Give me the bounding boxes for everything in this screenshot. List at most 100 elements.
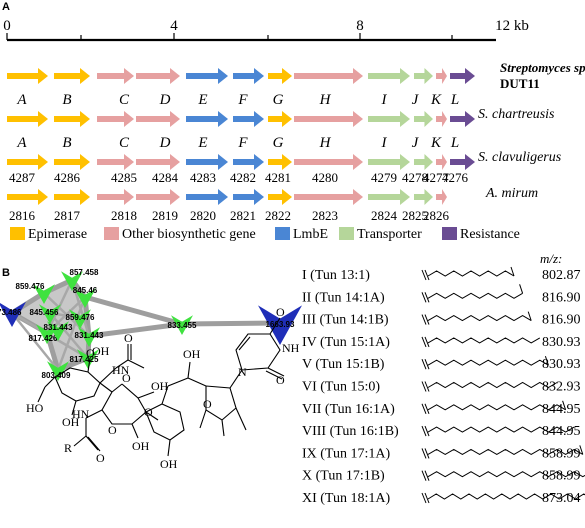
gene-arrow-epimerase (54, 68, 90, 84)
tunicamycin-row: IV (Tun 15:1A)830.93 (302, 335, 581, 350)
network-node (47, 321, 69, 341)
gene-arrow-resistance (450, 154, 475, 170)
panel-a-label: A (2, 1, 10, 13)
atom-label: O (203, 397, 212, 411)
chain-wavy-bond (424, 381, 430, 392)
atom-label: O (276, 305, 285, 319)
atom-label: O (96, 451, 105, 465)
tunicamycin-name: I (Tun 13:1) (302, 268, 370, 283)
gene-arrow-lmbe (186, 111, 228, 127)
bond (111, 383, 123, 393)
tunicamycin-name: V (Tun 15:1B) (302, 357, 385, 372)
bond (235, 407, 247, 431)
gene-arrow-transporter (414, 189, 433, 205)
gene-arrow-lmbe (186, 189, 228, 205)
atom-label: OH (92, 344, 110, 358)
tunicamycin-structure (37, 317, 285, 457)
organism-label: Streptomyces sp. (500, 60, 585, 75)
tunicamycin-mz: 830.93 (542, 335, 581, 350)
gene-label: 2822 (265, 208, 291, 223)
chain-wavy-bond (421, 269, 427, 281)
bond (73, 435, 87, 447)
tunicamycin-name: VII (Tun 16:1A) (302, 402, 395, 417)
gene-label: L (450, 135, 459, 151)
bond (137, 391, 155, 399)
atom-label: O (276, 373, 285, 387)
gene-arrow-other (97, 68, 134, 84)
network-edge (11, 312, 59, 371)
bond (145, 411, 159, 421)
organism-label: S. clavuligerus (478, 150, 562, 165)
gene-arrow-other (294, 68, 363, 84)
kb-axis: 0 4 8 12 kb (3, 18, 529, 42)
atom-label: NH (282, 341, 300, 355)
bond (265, 370, 283, 380)
gene-label: E (197, 135, 207, 151)
bond (269, 317, 281, 335)
gene-label: 4281 (265, 170, 291, 185)
gene-arrow-epimerase (54, 154, 90, 170)
gene-arrow-epimerase (268, 189, 292, 205)
bond (85, 409, 103, 419)
gene-label: G (273, 135, 284, 151)
legend-label-resistance: Resistance (460, 227, 520, 242)
gene-label: 2821 (230, 208, 256, 223)
gene-label: K (430, 135, 442, 151)
chain-wavy-bond (424, 292, 430, 303)
bond (85, 435, 99, 451)
network-edge (56, 296, 87, 371)
bond (161, 385, 169, 405)
gene-label: 4283 (190, 170, 216, 185)
bond (221, 419, 225, 437)
gene-arrow-other (97, 111, 134, 127)
gene-arrow-other (97, 154, 134, 170)
gene-label: 2820 (190, 208, 216, 223)
lipid-chain (427, 381, 558, 389)
atom-label: HN (72, 407, 90, 421)
tunicamycin-mz: 816.90 (542, 290, 581, 305)
axis-end-label: 12 kb (495, 18, 529, 34)
network-node (74, 288, 96, 308)
gene-arrow-epimerase (268, 111, 292, 127)
tunicamycin-mz: 858.99 (542, 469, 581, 484)
bond (267, 367, 285, 377)
chain-wavy-bond (421, 492, 427, 504)
tunicamycin-row: VII (Tun 16:1A)844.95 (302, 400, 581, 417)
tunicamycin-name: II (Tun 14:1A) (302, 290, 385, 305)
network-node-label: 845.456 (30, 308, 59, 317)
bond (127, 359, 145, 369)
tunicamycin-row: X (Tun 17:1B)858.99 (302, 469, 585, 484)
tunicamycin-row: VI (Tun 15:0)832.93 (302, 380, 581, 395)
gene-label: J (412, 92, 420, 108)
gene-arrow-other (294, 111, 363, 127)
chain-wavy-bond (421, 381, 427, 392)
network-node (0, 301, 26, 327)
network-edge (84, 294, 183, 327)
ribose-ring (205, 385, 237, 421)
gene-arrow-lmbe (233, 154, 264, 170)
tunicamycin-mz: 858.99 (542, 446, 581, 461)
gene-label: I (381, 135, 388, 151)
gene-label: D (159, 135, 171, 151)
gene-label: H (319, 92, 332, 108)
tunicamycin-mz: 802.87 (542, 268, 581, 283)
gene-label: B (62, 92, 71, 108)
bond (229, 369, 243, 389)
gene-label: 4286 (54, 170, 81, 185)
network-node-label: 831.443 (75, 331, 104, 340)
gene-arrow-other (136, 111, 180, 127)
gene-arrow-lmbe (186, 154, 228, 170)
gene-arrow-transporter (414, 68, 433, 84)
molecular-network: 857.458859.476845.46873.486845.456859.47… (0, 268, 302, 381)
network-nodes: 857.458859.476845.46873.486845.456859.47… (0, 268, 302, 381)
gene-arrow-other (136, 189, 180, 205)
gene-arrow-other (436, 154, 447, 170)
network-node (258, 305, 302, 345)
network-node (61, 271, 83, 291)
chain-wavy-bond (421, 470, 427, 481)
